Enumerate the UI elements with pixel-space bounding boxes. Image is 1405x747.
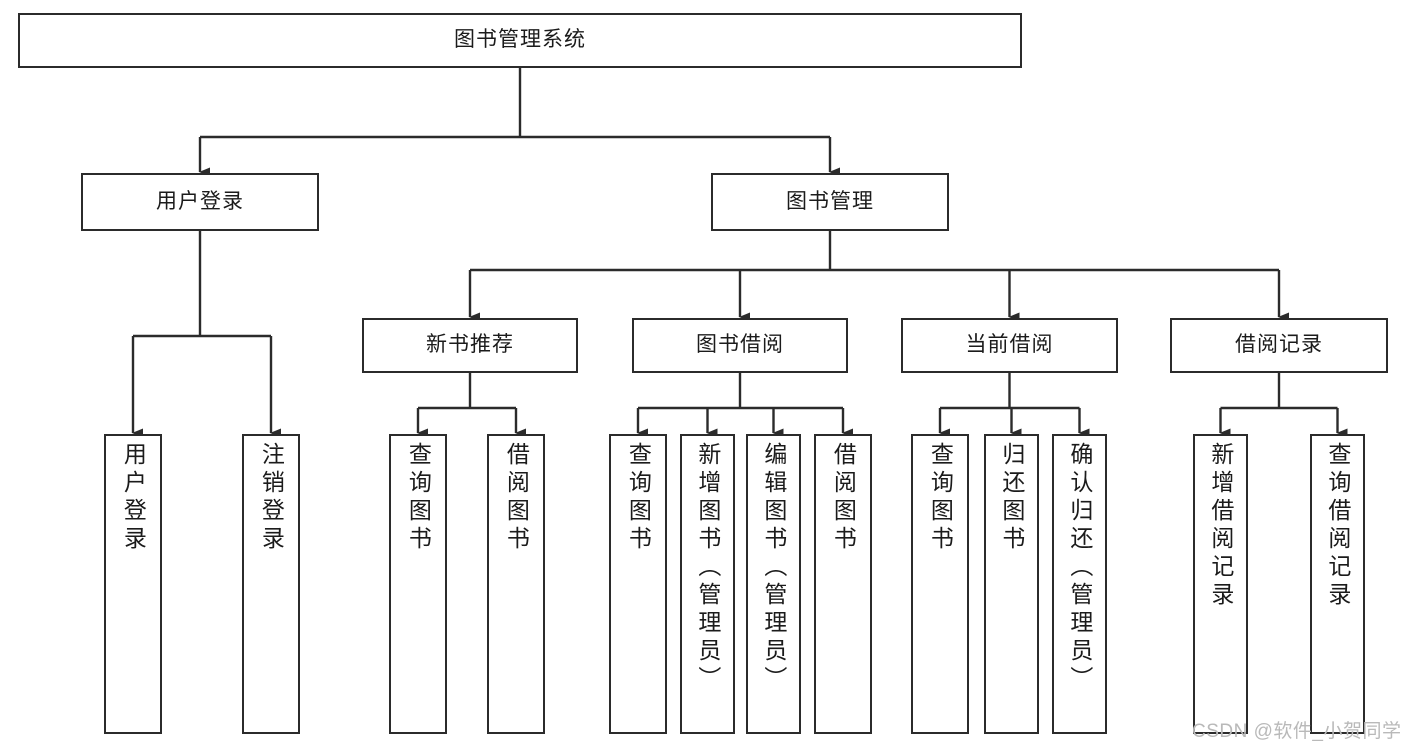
node-leaf-add-book-admin[interactable]: 新增图书（管理员） (680, 434, 735, 734)
node-label: 用户登录 (156, 189, 244, 213)
node-label: 图书管理 (786, 189, 874, 213)
node-label: 用户登录 (120, 442, 147, 554)
node-label: 图书借阅 (696, 333, 784, 357)
node-borrow-record[interactable]: 借阅记录 (1170, 318, 1388, 373)
node-book-borrow[interactable]: 图书借阅 (632, 318, 848, 373)
node-label: 新增借阅记录 (1207, 442, 1234, 610)
node-label: 归还图书 (998, 442, 1025, 554)
node-leaf-confirm-return-admin[interactable]: 确认归还（管理员） (1052, 434, 1107, 734)
node-leaf-user-logout[interactable]: 注销登录 (242, 434, 300, 734)
node-label: 借阅记录 (1235, 333, 1323, 357)
node-root[interactable]: 图书管理系统 (18, 13, 1022, 68)
node-label: 新增图书（管理员） (694, 442, 721, 694)
watermark-label: CSDN @软件_小贺同学 (1192, 721, 1402, 742)
node-label: 当前借阅 (965, 333, 1054, 357)
node-label: 确认归还（管理员） (1066, 442, 1093, 694)
node-label: 查询借阅记录 (1324, 442, 1351, 610)
node-leaf-user-login[interactable]: 用户登录 (104, 434, 162, 734)
node-label: 新书推荐 (426, 333, 514, 357)
node-leaf-add-borrow-record[interactable]: 新增借阅记录 (1193, 434, 1248, 734)
node-leaf-borrow-book-rec[interactable]: 借阅图书 (487, 434, 545, 734)
node-label: 注销登录 (258, 442, 285, 554)
node-leaf-query-book-current[interactable]: 查询图书 (911, 434, 969, 734)
node-leaf-query-book-borrow[interactable]: 查询图书 (609, 434, 667, 734)
node-new-book-recommend[interactable]: 新书推荐 (362, 318, 578, 373)
node-leaf-borrow-book[interactable]: 借阅图书 (814, 434, 872, 734)
node-leaf-return-book[interactable]: 归还图书 (984, 434, 1039, 734)
node-label: 借阅图书 (503, 442, 530, 554)
node-leaf-query-borrow-record[interactable]: 查询借阅记录 (1310, 434, 1365, 734)
node-label: 查询图书 (405, 442, 432, 554)
node-label: 借阅图书 (830, 442, 857, 554)
node-leaf-edit-book-admin[interactable]: 编辑图书（管理员） (746, 434, 801, 734)
node-user-login[interactable]: 用户登录 (81, 173, 319, 231)
node-current-borrow[interactable]: 当前借阅 (901, 318, 1118, 373)
edge-layer (131, 68, 1348, 438)
node-label: 查询图书 (625, 442, 652, 554)
node-label: 查询图书 (927, 442, 954, 554)
node-label: 图书管理系统 (454, 28, 586, 52)
node-label: 编辑图书（管理员） (760, 442, 787, 694)
node-leaf-query-book-rec[interactable]: 查询图书 (389, 434, 447, 734)
node-book-manage[interactable]: 图书管理 (711, 173, 949, 231)
